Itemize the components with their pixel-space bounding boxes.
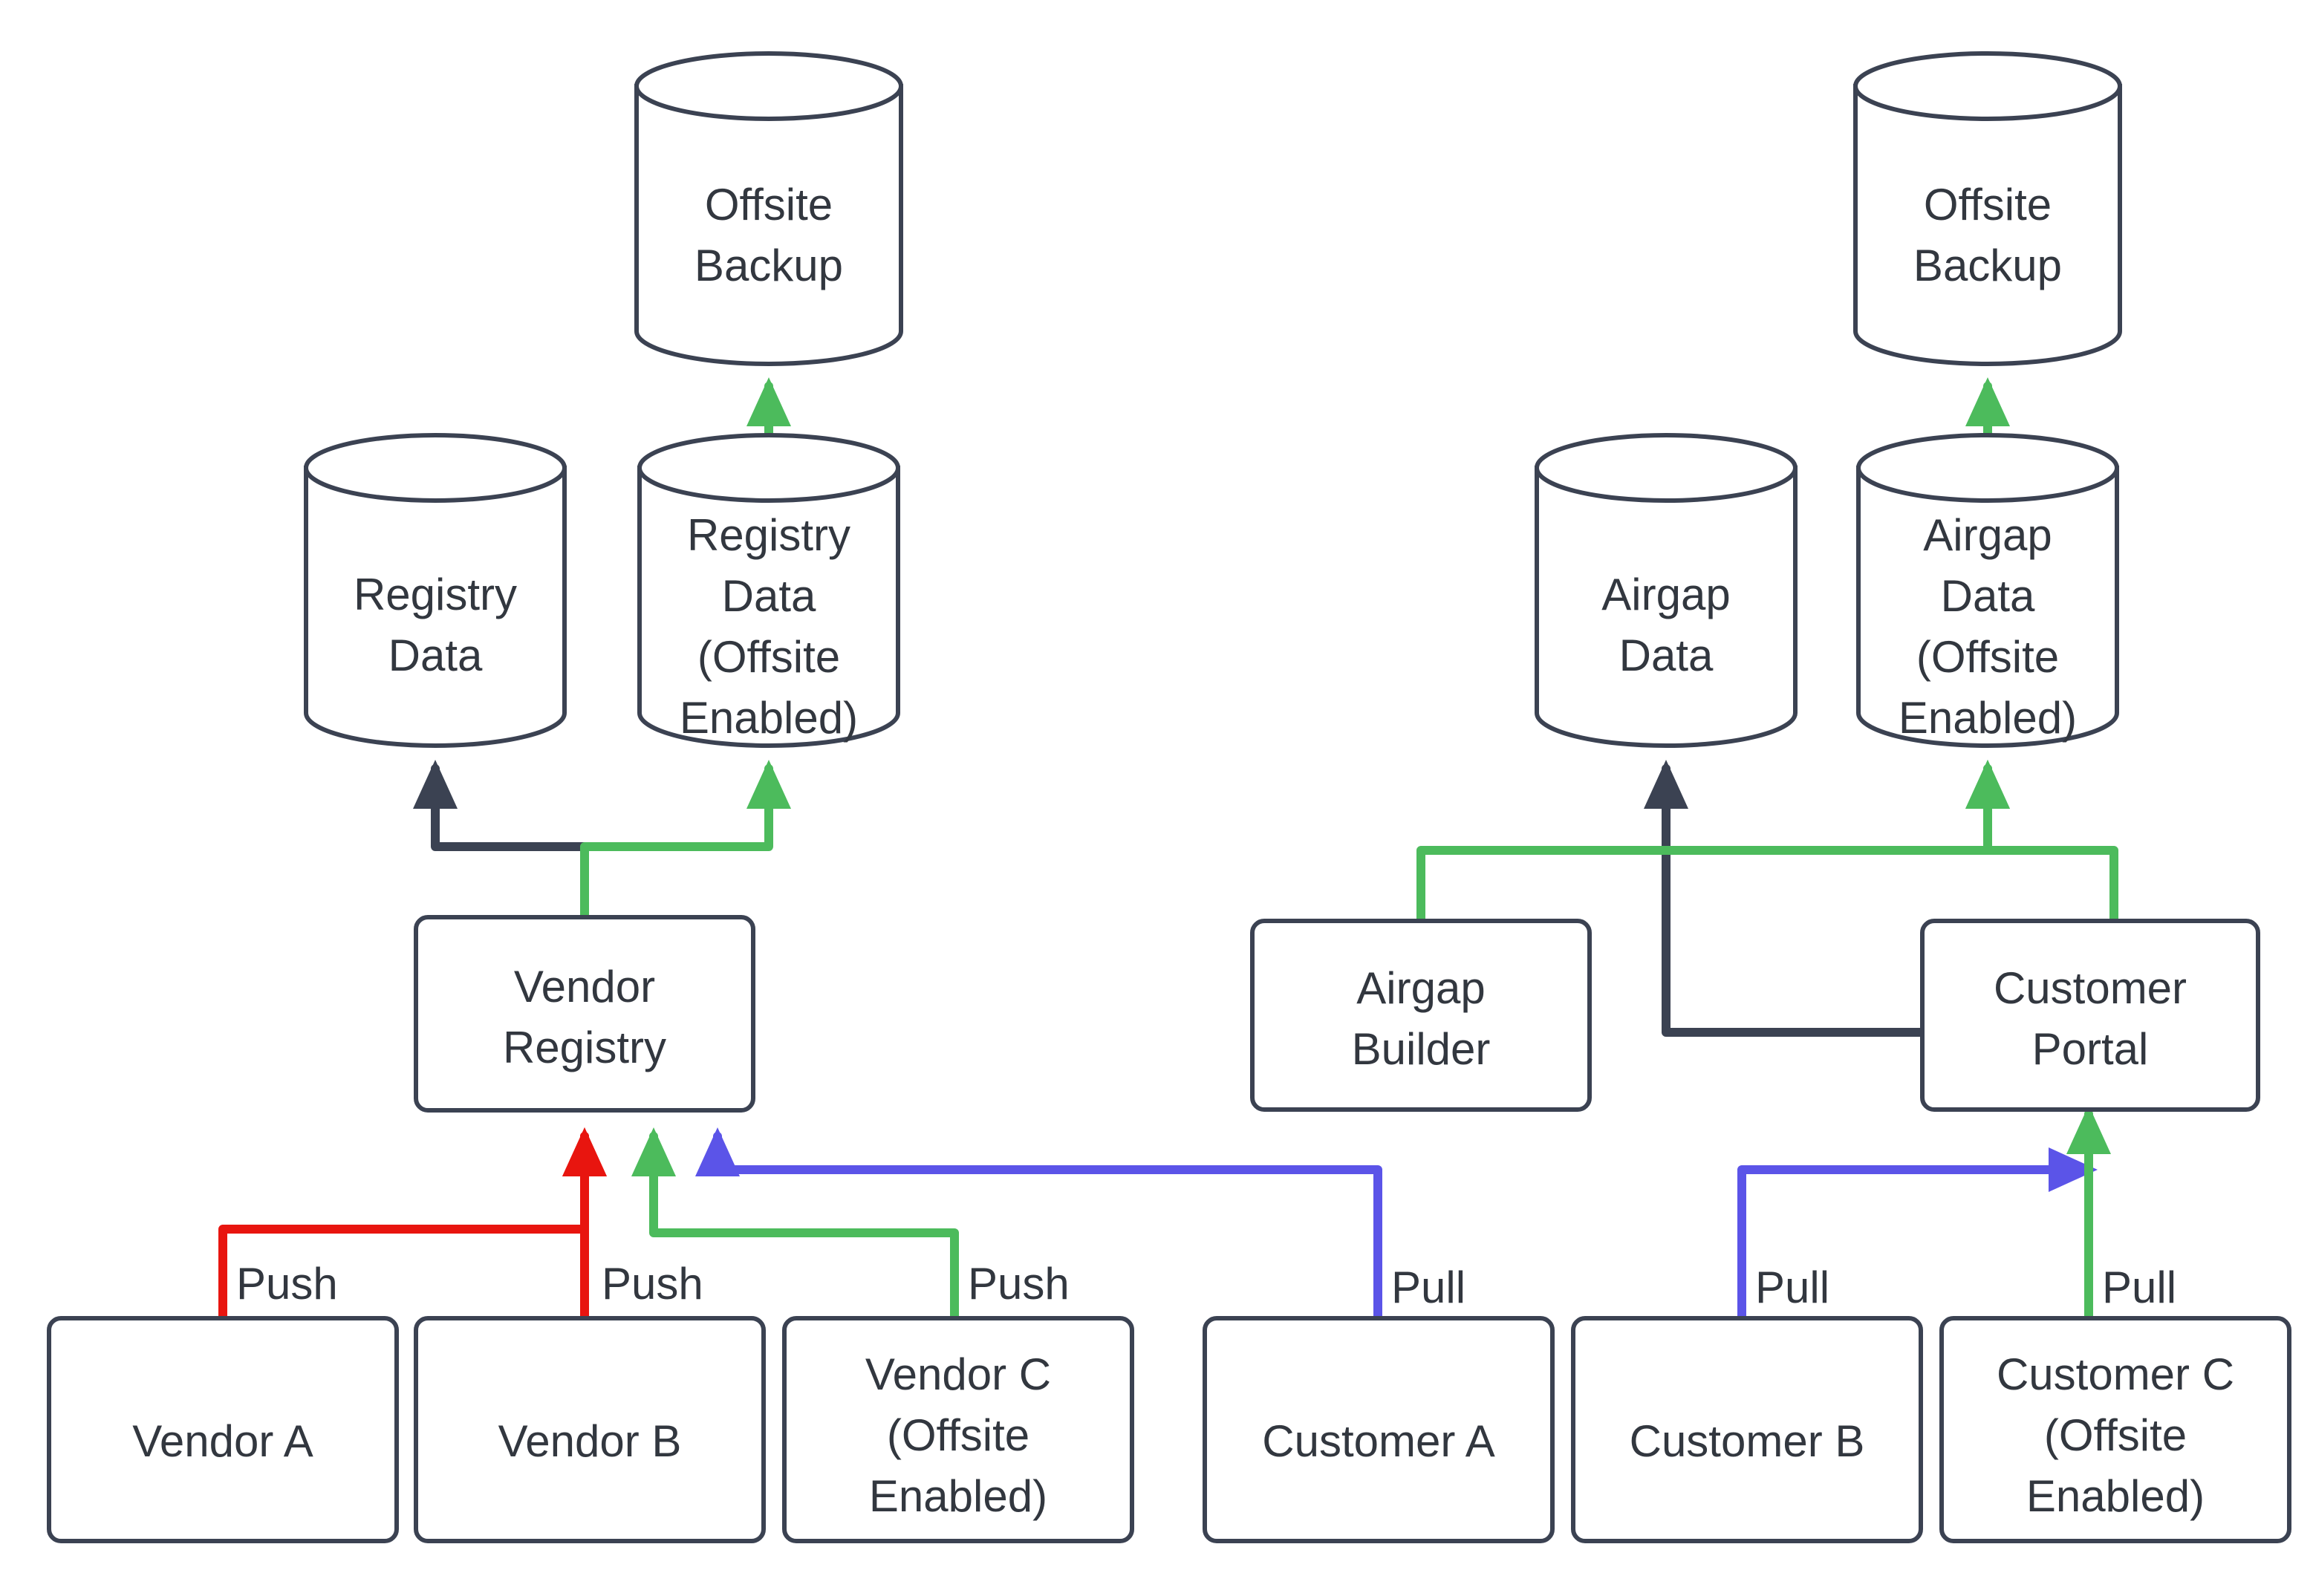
edge-label-vendor-a-push: Push bbox=[236, 1259, 338, 1309]
registry-data-line1: Registry bbox=[354, 570, 517, 619]
node-customer-b[interactable]: Customer B bbox=[1571, 1316, 1923, 1543]
link-vendorregistry-to-registrydata bbox=[413, 760, 589, 922]
airgap-builder-line2: Builder bbox=[1352, 1024, 1491, 1074]
node-customer-c[interactable]: Customer C (Offsite Enabled) bbox=[1939, 1316, 2291, 1543]
vendor-c-line2: (Offsite bbox=[887, 1410, 1029, 1460]
registry-data-offsite-line1: Registry bbox=[687, 510, 850, 560]
customer-c-line2: (Offsite bbox=[2044, 1410, 2187, 1460]
edge-label-customer-b-pull: Pull bbox=[1755, 1263, 1829, 1312]
offsite-backup-left-line2: Backup bbox=[694, 241, 843, 290]
node-vendor-a[interactable]: Vendor A bbox=[47, 1316, 399, 1543]
link-customerportal-to-airgapdataoffsite bbox=[1965, 760, 2118, 925]
node-vendor-registry[interactable]: Vendor Registry bbox=[414, 915, 755, 1113]
link-customerportal-to-airgapdata bbox=[1644, 760, 1927, 1037]
registry-data-offsite-line4: Enabled) bbox=[680, 693, 858, 743]
edge-label-vendor-b-push: Push bbox=[602, 1259, 703, 1309]
node-registry-data[interactable]: Registry Data bbox=[304, 433, 567, 748]
vendor-a-label: Vendor A bbox=[132, 1416, 313, 1466]
vendor-registry-line1: Vendor bbox=[514, 962, 655, 1012]
customer-a-label: Customer A bbox=[1262, 1416, 1494, 1466]
airgap-data-offsite-line4: Enabled) bbox=[1899, 693, 2077, 743]
airgap-builder-line1: Airgap bbox=[1356, 963, 1485, 1013]
link-airgapbuilder-to-airgapdataoffsite bbox=[1416, 760, 2010, 925]
customer-portal-line2: Portal bbox=[2032, 1024, 2149, 1074]
airgap-data-line1: Airgap bbox=[1601, 570, 1730, 619]
customer-b-label: Customer B bbox=[1630, 1416, 1865, 1466]
node-registry-data-offsite[interactable]: Registry Data (Offsite Enabled) bbox=[637, 433, 900, 748]
customer-c-line3: Enabled) bbox=[2026, 1471, 2205, 1521]
edge-label-customer-a-pull: Pull bbox=[1391, 1263, 1465, 1312]
vendor-c-line1: Vendor C bbox=[865, 1349, 1051, 1399]
offsite-backup-left-line1: Offsite bbox=[705, 180, 833, 229]
vendor-b-label: Vendor B bbox=[498, 1416, 682, 1466]
airgap-data-offsite-line3: (Offsite bbox=[1916, 632, 2059, 682]
node-customer-portal[interactable]: Customer Portal bbox=[1920, 919, 2260, 1112]
node-airgap-data-offsite[interactable]: Airgap Data (Offsite Enabled) bbox=[1856, 433, 2119, 748]
registry-data-line2: Data bbox=[388, 631, 483, 680]
customer-c-line1: Customer C bbox=[1997, 1349, 2234, 1399]
registry-data-offsite-line2: Data bbox=[722, 571, 816, 621]
edge-label-vendor-c-push: Push bbox=[968, 1259, 1070, 1309]
node-airgap-data[interactable]: Airgap Data bbox=[1535, 433, 1798, 748]
offsite-backup-right-line1: Offsite bbox=[1924, 180, 2052, 229]
node-offsite-backup-left[interactable]: Offsite Backup bbox=[634, 51, 903, 366]
link-vendorregistry-to-registrydataoffsite bbox=[580, 760, 791, 922]
link-customerb-to-vendorregistry bbox=[1737, 1147, 2098, 1323]
node-vendor-c[interactable]: Vendor C (Offsite Enabled) bbox=[782, 1316, 1134, 1543]
airgap-data-line2: Data bbox=[1619, 631, 1714, 680]
airgap-data-offsite-line2: Data bbox=[1941, 571, 2035, 621]
node-offsite-backup-right[interactable]: Offsite Backup bbox=[1853, 51, 2122, 366]
registry-data-offsite-line3: (Offsite bbox=[697, 632, 840, 682]
node-vendor-b[interactable]: Vendor B bbox=[414, 1316, 766, 1543]
link-customera-to-vendorregistry bbox=[695, 1127, 1382, 1323]
vendor-registry-line2: Registry bbox=[503, 1023, 666, 1072]
airgap-data-offsite-line1: Airgap bbox=[1923, 510, 2052, 560]
customer-portal-line1: Customer bbox=[1994, 963, 2187, 1013]
link-vendorc-to-vendorregistry bbox=[631, 1127, 959, 1323]
edge-label-customer-c-pull: Pull bbox=[2102, 1263, 2176, 1312]
vendor-c-line3: Enabled) bbox=[869, 1471, 1047, 1521]
offsite-backup-right-line2: Backup bbox=[1913, 241, 2062, 290]
node-airgap-builder[interactable]: Airgap Builder bbox=[1250, 919, 1592, 1112]
node-customer-a[interactable]: Customer A bbox=[1203, 1316, 1555, 1543]
